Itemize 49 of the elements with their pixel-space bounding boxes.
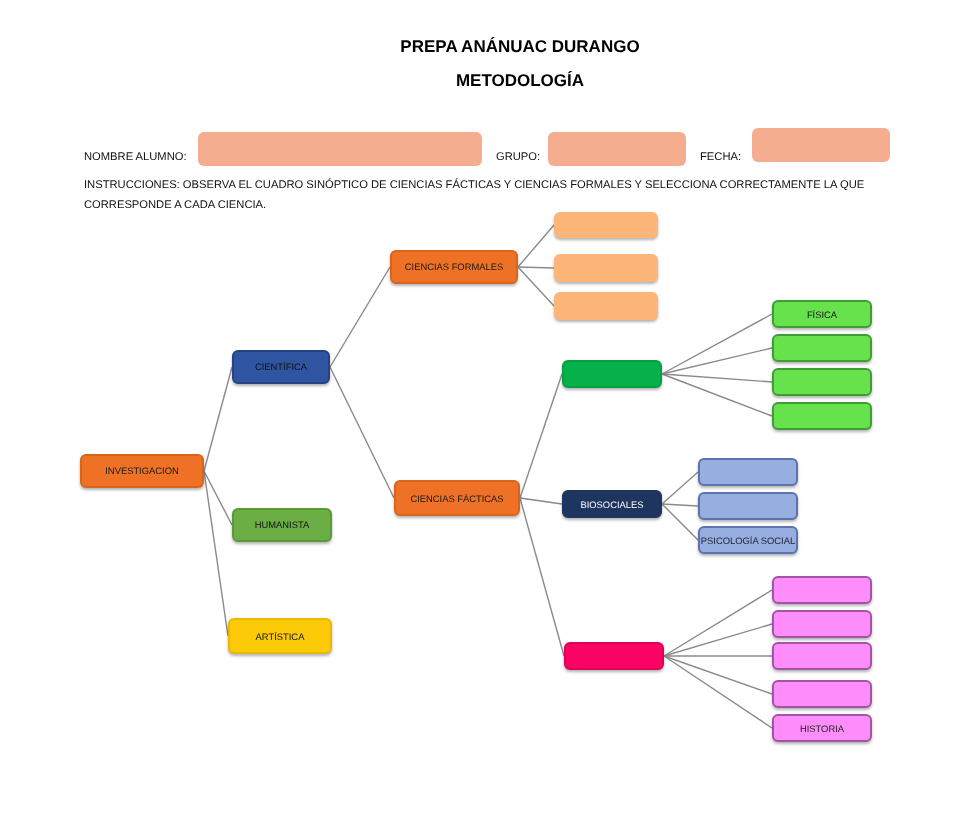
- connector-line: [661, 373, 773, 417]
- connector-line: [329, 266, 391, 368]
- connector-line: [661, 347, 773, 375]
- connector-line: [663, 655, 773, 695]
- connector-line: [203, 470, 233, 526]
- answer-box: [772, 402, 872, 430]
- connector-line: [663, 655, 773, 657]
- answer-box: [562, 360, 662, 388]
- connector-line: [661, 471, 699, 505]
- answer-box: [554, 212, 658, 238]
- subtitle: METODOLOGÍA: [453, 70, 587, 90]
- answer-box: [772, 610, 872, 638]
- connector-line: [663, 623, 773, 657]
- connector-line: [517, 266, 555, 269]
- connector-line: [661, 373, 773, 383]
- connector-line: [661, 503, 699, 507]
- answer-box: [772, 642, 872, 670]
- connector-line: [663, 655, 773, 729]
- connector-line: [519, 373, 563, 499]
- connector-line: [517, 266, 555, 307]
- concept-box: [562, 490, 662, 518]
- answer-box: [698, 458, 798, 486]
- concept-box: [228, 618, 332, 654]
- connector-line: [517, 224, 555, 268]
- connector-line: [203, 470, 229, 637]
- concept-box: [390, 250, 518, 284]
- title: PREPA ANÁNUAC DURANGO: [398, 36, 642, 56]
- concept-box: [232, 350, 330, 384]
- concept-box: [772, 300, 872, 328]
- concept-box: [698, 526, 798, 554]
- answer-box: [698, 492, 798, 520]
- answer-box: [772, 334, 872, 362]
- concept-box: [80, 454, 204, 488]
- concept-box: [772, 714, 872, 742]
- connector-line: [519, 497, 565, 657]
- answer-box: [564, 642, 664, 670]
- connector-line: [329, 366, 395, 499]
- connector-line: [661, 503, 699, 541]
- connector-line: [203, 366, 233, 472]
- concept-box: [394, 480, 520, 516]
- answer-box: [772, 680, 872, 708]
- connector-line: [519, 497, 563, 505]
- connector-line: [663, 589, 773, 657]
- concept-box: [232, 508, 332, 542]
- answer-box: [772, 576, 872, 604]
- answer-box: [554, 254, 658, 282]
- answer-box: [554, 292, 658, 320]
- connector-line: [661, 313, 773, 375]
- answer-box: [772, 368, 872, 396]
